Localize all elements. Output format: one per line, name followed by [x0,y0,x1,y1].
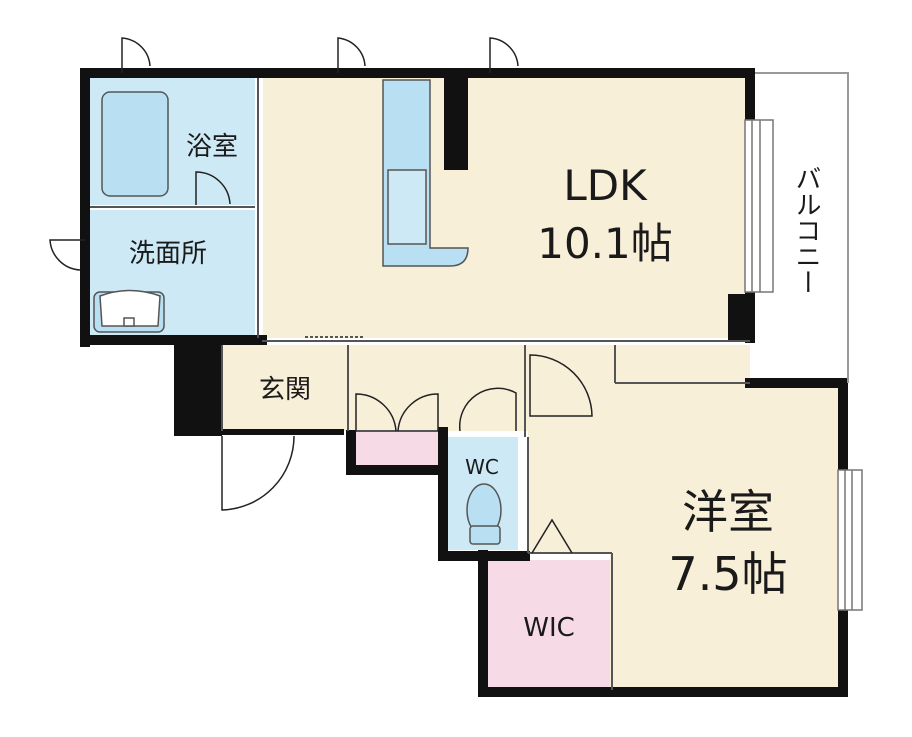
labels: 浴室 洗面所 LDK 10.1帖 玄関 WC 洋室 7.5帖 WIC バルコニー [129,132,821,643]
western-size-label: 7.5帖 [668,547,787,601]
balcony-label: バルコニー [791,165,821,295]
ldk-size-label: 10.1帖 [537,219,673,268]
washroom-exterior-door [49,239,85,271]
ldk-door-1 [337,37,366,73]
western-name-label: 洋室 [682,485,774,539]
ldk-window [744,119,774,293]
ldk-door-2 [489,37,519,73]
entrance-wall-block [174,340,222,436]
bath-exterior-door [121,37,151,73]
wic-floor [488,560,610,687]
windows [744,119,863,611]
interior-lines [90,72,849,690]
ldk-corner-column [728,294,754,340]
wall-blocks [174,78,754,436]
western-room-door [529,354,593,417]
bathtub [101,91,169,197]
doors [49,37,593,554]
bath-label: 浴室 [186,132,238,162]
entrance-door [221,435,295,511]
western-room-floor [528,345,838,690]
wic-label: WIC [523,613,575,643]
wc-door [458,387,517,432]
ldk-column [444,78,468,170]
entrance-label: 玄関 [259,375,311,405]
wic-door [531,518,573,554]
wc-label: WC [465,455,499,479]
ldk-floor [263,78,745,338]
entrance-bottom-wall [222,429,344,435]
shoe-closet-door-right [397,393,439,432]
shoe-closet-door-left [355,393,397,432]
washroom-label: 洗面所 [129,239,207,269]
ldk-name-label: LDK [563,161,648,210]
sink [387,169,427,245]
bath-door [195,171,231,205]
western-window [837,469,863,611]
shoe-closet-floor [356,431,438,465]
fixtures [93,79,502,545]
entrance-floor [222,345,348,431]
